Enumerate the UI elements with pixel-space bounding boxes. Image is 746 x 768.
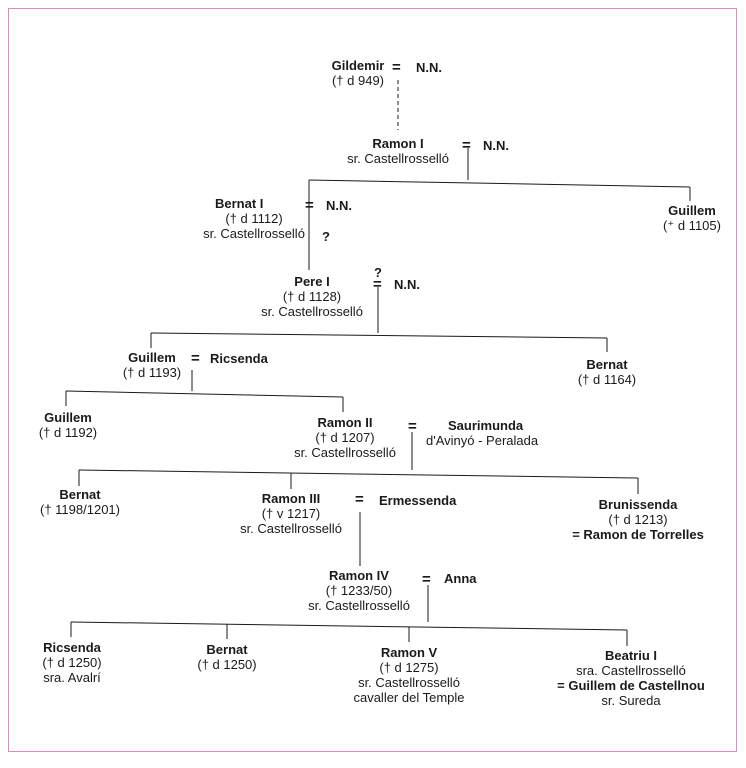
person-title: sr. Castellrosselló xyxy=(203,226,305,241)
person-dates: († d 1112) xyxy=(225,211,283,226)
marriage-symbol: = xyxy=(191,350,200,367)
person-title: sr. Castellrosselló xyxy=(294,445,396,460)
person-pere-i: Pere I († d 1128) sr. Castellrosselló xyxy=(247,274,377,319)
person-role: cavaller del Temple xyxy=(353,690,465,705)
marriage-symbol: = xyxy=(373,276,382,293)
person-name: Pere I xyxy=(294,274,330,289)
person-dates: († d 1164) xyxy=(577,372,637,387)
person-name: Beatriu I xyxy=(604,648,657,663)
person-spouse: = Guillem de Castellnou xyxy=(557,678,705,693)
person-name: Ramon IV xyxy=(329,568,389,583)
spouse-nn-bernat-i: N.N. xyxy=(326,198,352,213)
person-ramon-iv: Ramon IV († 1233/50) sr. Castellrosselló xyxy=(294,568,424,613)
marriage-symbol: = xyxy=(422,571,431,588)
person-dates: († d 949) xyxy=(331,73,385,88)
uncertain-mark: ? xyxy=(374,265,382,280)
marriage-symbol: = xyxy=(305,197,314,214)
person-guillem-1105: Guillem (⁺ d 1105) xyxy=(652,203,732,233)
person-dates: († d 1275) xyxy=(379,660,439,675)
person-name: Bernat xyxy=(206,642,248,657)
person-name: Bernat I xyxy=(215,196,264,211)
person-ramon-i: Ramon I sr. Castellrosselló xyxy=(333,136,463,166)
person-dates: († d 1213) xyxy=(608,512,668,527)
person-name: Gildemir xyxy=(331,58,385,73)
person-bernat-1164: Bernat († d 1164) xyxy=(567,357,647,387)
spouse-ricsenda: Ricsenda xyxy=(210,351,268,366)
person-dates: (⁺ d 1105) xyxy=(663,218,721,233)
person-name: Bernat xyxy=(586,357,628,372)
person-spouse: = Ramon de Torrelles xyxy=(572,527,704,542)
person-gildemir: Gildemir († d 949) xyxy=(318,58,398,88)
uncertain-mark: ? xyxy=(322,229,330,244)
person-dates: († d 1250) xyxy=(42,655,102,670)
bar-gen9 xyxy=(70,621,628,631)
person-ramon-ii: Ramon II († d 1207) sr. Castellrosselló xyxy=(280,415,410,460)
bar-gen6 xyxy=(65,390,344,398)
person-ricsenda-1250: Ricsenda († d 1250) sra. Avalrí xyxy=(32,640,112,685)
marriage-symbol: = xyxy=(408,418,417,435)
person-name: Ricsenda xyxy=(43,640,101,655)
marriage-symbol: = xyxy=(355,491,364,508)
person-dates: († d 1193) xyxy=(122,365,182,380)
person-title: sr. Castellrosselló xyxy=(261,304,363,319)
person-title: sr. Castellrosselló xyxy=(347,151,449,166)
bar-gen5 xyxy=(150,332,608,339)
person-title: sr. Castellrosselló xyxy=(358,675,460,690)
person-name: Ramon III xyxy=(261,491,321,506)
person-brunissenda: Brunissenda († d 1213) = Ramon de Torrel… xyxy=(556,497,720,542)
person-dates: († d 1128) xyxy=(282,289,342,304)
person-dates: († d 1207) xyxy=(315,430,375,445)
person-dates: († 1233/50) xyxy=(325,583,393,598)
person-ramon-v: Ramon V († d 1275) sr. Castellrosselló c… xyxy=(334,645,484,705)
person-dates: († d 1250) xyxy=(197,657,257,672)
person-dates: († d 1192) xyxy=(38,425,98,440)
bar-gen3 xyxy=(308,179,691,188)
spouse-nn-ramon-i: N.N. xyxy=(483,138,509,153)
person-bernat-1250: Bernat († d 1250) xyxy=(187,642,267,672)
person-dates: († 1198/1201) xyxy=(40,502,120,517)
person-beatriu-i: Beatriu I sra. Castellrosselló = Guillem… xyxy=(546,648,716,708)
spouse-ermessenda: Ermessenda xyxy=(379,493,457,508)
person-name: Guillem xyxy=(128,350,176,365)
person-name: Ramon II xyxy=(317,415,373,430)
spouse-saurimunda-origin: d'Avinyó - Peralada xyxy=(426,433,539,448)
person-name: Guillem xyxy=(668,203,716,218)
person-name: Ramon V xyxy=(380,645,438,660)
person-name: Bernat xyxy=(59,487,101,502)
person-title: sr. Castellrosselló xyxy=(308,598,410,613)
person-dates: († v 1217) xyxy=(261,506,321,521)
page-frame xyxy=(8,8,737,752)
marriage-symbol: = xyxy=(462,137,471,154)
person-title: sra. Avalrí xyxy=(43,670,101,685)
bar-gen7 xyxy=(78,469,639,479)
person-name: Brunissenda xyxy=(598,497,678,512)
person-guillem-1193: Guillem († d 1193) xyxy=(112,350,192,380)
person-bernat-1198: Bernat († 1198/1201) xyxy=(30,487,130,517)
person-bernat-i: Bernat I († d 1112) sr. Castellrosselló xyxy=(189,196,319,241)
spouse-saurimunda: Saurimunda xyxy=(448,418,524,433)
person-title: sra. Castellrosselló xyxy=(576,663,686,678)
spouse-nn-gildemir: N.N. xyxy=(416,60,442,75)
person-ramon-iii: Ramon III († v 1217) sr. Castellrosselló xyxy=(226,491,356,536)
person-guillem-1192: Guillem († d 1192) xyxy=(28,410,108,440)
spouse-anna: Anna xyxy=(444,571,477,586)
person-spouse-title: sr. Sureda xyxy=(601,693,661,708)
marriage-symbol: = xyxy=(392,59,401,76)
spouse-nn-pere-i: N.N. xyxy=(394,277,420,292)
person-name: Guillem xyxy=(44,410,92,425)
person-title: sr. Castellrosselló xyxy=(240,521,342,536)
person-name: Ramon I xyxy=(372,136,424,151)
